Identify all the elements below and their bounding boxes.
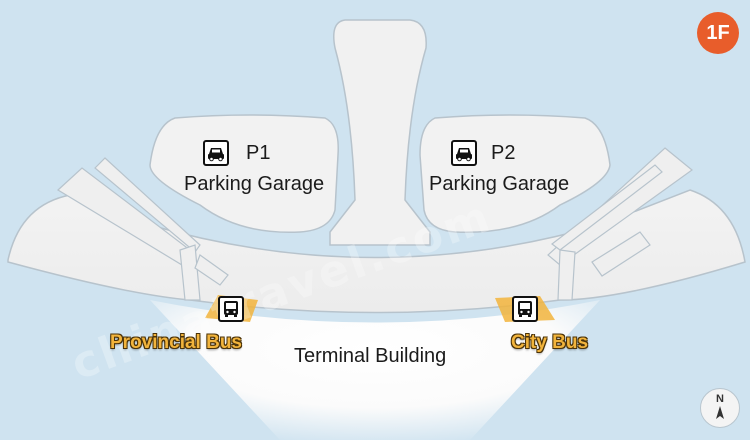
left-finger <box>194 254 229 286</box>
car-icon <box>203 140 229 166</box>
bus-icon <box>512 296 538 322</box>
parking-p1-name: Parking Garage <box>184 173 325 195</box>
bus-icon <box>218 296 244 322</box>
terminal-building-label: Terminal Building <box>294 345 447 367</box>
floor-badge[interactable]: 1F <box>697 12 739 54</box>
compass[interactable]: N <box>700 388 740 428</box>
provincial-bus-label[interactable]: Provincial Bus <box>110 332 242 353</box>
right-finger <box>591 231 651 277</box>
parking-p2-name: Parking Garage <box>429 173 570 195</box>
right-finger <box>557 249 576 301</box>
left-finger <box>94 157 201 253</box>
central-pier <box>329 19 431 246</box>
north-arrow-icon <box>716 406 724 419</box>
left-finger <box>179 244 201 301</box>
car-icon <box>451 140 477 166</box>
garage-p1-shape <box>149 114 339 234</box>
parking-p2-code: P2 <box>491 142 516 164</box>
parking-p1-code: P1 <box>246 142 271 164</box>
terminal-building-shape <box>150 300 600 440</box>
compass-north-label: N <box>716 393 724 405</box>
city-bus-label[interactable]: City Bus <box>511 332 589 353</box>
